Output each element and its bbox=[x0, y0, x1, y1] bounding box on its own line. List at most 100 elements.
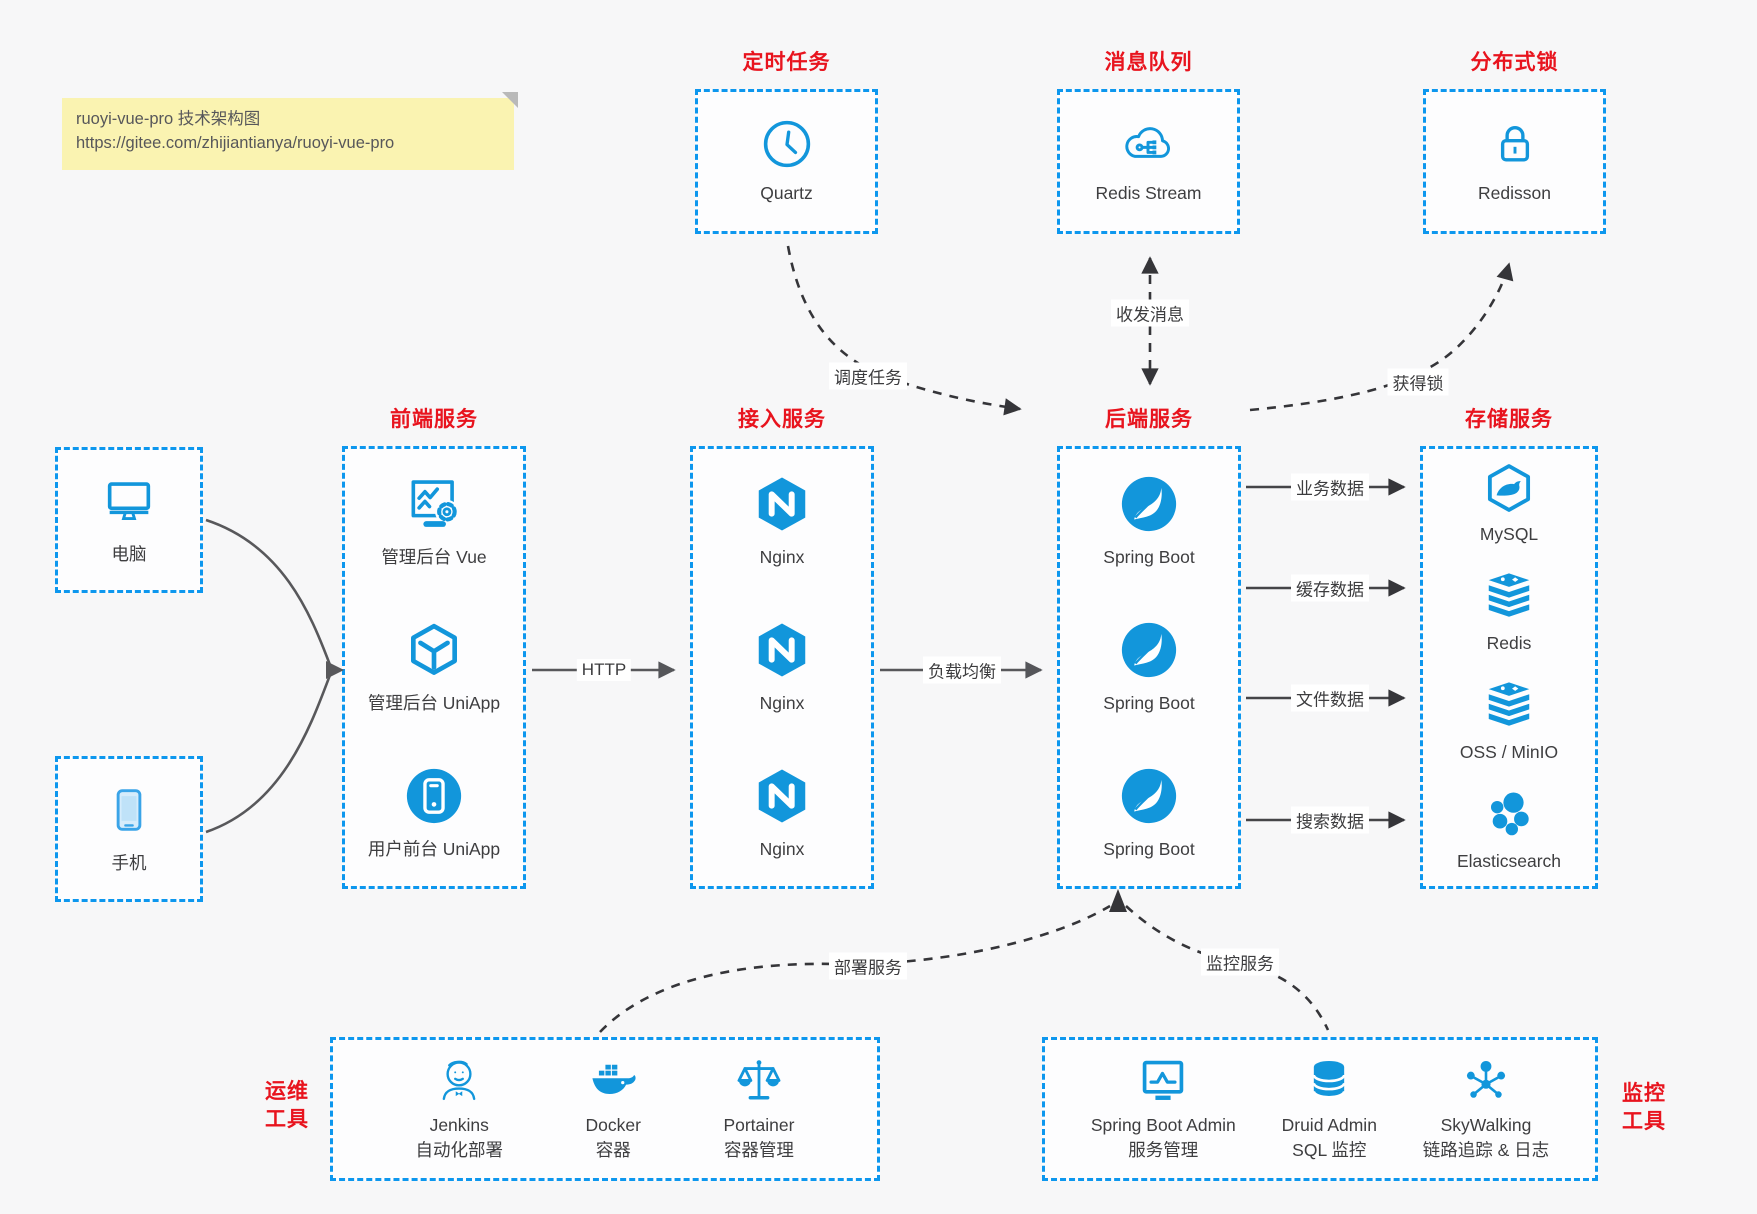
pc-label: 电脑 bbox=[111, 544, 147, 565]
business-data-arrow-label: 业务数据 bbox=[1291, 473, 1369, 501]
connector-clients-frontend bbox=[205, 518, 332, 834]
nginx-label: Nginx bbox=[759, 547, 805, 568]
admin-vue-label: 管理后台 Vue bbox=[381, 547, 487, 568]
mysql-item: MySQL bbox=[1480, 461, 1538, 547]
skywalking-name: SkyWalking bbox=[1440, 1115, 1532, 1136]
skywalking-item: SkyWalking 链路追踪 & 日志 bbox=[1423, 1055, 1549, 1163]
connector-data-arrows bbox=[1246, 478, 1406, 829]
connector-get-lock bbox=[1249, 262, 1514, 412]
lock-icon bbox=[1488, 117, 1542, 171]
backend-title: 后端服务 bbox=[1105, 408, 1193, 431]
search-data-arrow-label: 搜索数据 bbox=[1291, 806, 1369, 834]
admin-monitor-chart-icon bbox=[1137, 1055, 1189, 1107]
mq-title: 消息队列 bbox=[1104, 51, 1193, 74]
nginx-item: Nginx bbox=[751, 765, 813, 862]
network-nodes-icon bbox=[1460, 1055, 1512, 1107]
redis-label: Redis bbox=[1486, 632, 1532, 653]
cloud-network-icon bbox=[1121, 117, 1175, 171]
message-arrow-label: 收发消息 bbox=[1111, 299, 1189, 327]
mobile-client-box: 手机 bbox=[55, 756, 203, 902]
druid-desc: SQL 监控 bbox=[1292, 1139, 1367, 1160]
docker-whale-icon bbox=[587, 1055, 639, 1107]
oss-minio-label: OSS / MinIO bbox=[1459, 742, 1559, 762]
quartz-label: Quartz bbox=[760, 182, 813, 203]
spring-boot-item: Spring Boot bbox=[1103, 619, 1195, 716]
elasticsearch-label: Elasticsearch bbox=[1456, 851, 1562, 872]
frontend-group: 前端服务 管理后台 Vue bbox=[342, 403, 526, 889]
quartz-item: Quartz bbox=[760, 117, 814, 206]
ops-tools-label: 运维 工具 bbox=[265, 1080, 309, 1132]
nginx-item: Nginx bbox=[751, 619, 813, 716]
admin-uniapp-label: 管理后台 UniApp bbox=[367, 692, 501, 713]
scales-icon bbox=[733, 1055, 785, 1107]
lock-group: 分布式锁 Redisson bbox=[1423, 46, 1606, 234]
admin-vue-item: 管理后台 Vue bbox=[381, 473, 487, 570]
nginx-label: Nginx bbox=[759, 692, 805, 713]
skywalking-desc: 链路追踪 & 日志 bbox=[1422, 1139, 1550, 1160]
backend-group: 后端服务 Spring Boot Spring Boot Spring Boot bbox=[1057, 403, 1241, 889]
sba-desc: 服务管理 bbox=[1128, 1139, 1199, 1160]
monitor-icon bbox=[100, 472, 158, 530]
redis-item: Redis bbox=[1482, 570, 1536, 656]
redisson-label: Redisson bbox=[1478, 182, 1551, 203]
storage-group: 存储服务 MySQL bbox=[1420, 403, 1598, 889]
mysql-label: MySQL bbox=[1479, 523, 1539, 544]
spring-leaf-icon bbox=[1118, 473, 1180, 535]
cache-data-arrow-label: 缓存数据 bbox=[1291, 574, 1369, 602]
docker-item: Docker 容器 bbox=[586, 1055, 641, 1163]
druid-admin-item: Druid Admin SQL 监控 bbox=[1282, 1055, 1377, 1163]
admin-uniapp-item: 管理后台 UniApp bbox=[368, 619, 500, 716]
schedule-arrow-label: 调度任务 bbox=[829, 362, 907, 390]
nginx-label: Nginx bbox=[759, 838, 805, 859]
sticky-note: ruoyi-vue-pro 技术架构图 https://gitee.com/zh… bbox=[62, 92, 518, 170]
oss-minio-item: OSS / MinIO bbox=[1460, 679, 1558, 765]
clock-icon bbox=[760, 117, 814, 171]
druid-name: Druid Admin bbox=[1281, 1115, 1377, 1136]
mobile-label: 手机 bbox=[111, 853, 147, 874]
docker-name: Docker bbox=[585, 1115, 641, 1136]
redis-stream-item: Redis Stream bbox=[1095, 117, 1202, 206]
nginx-icon bbox=[751, 765, 813, 827]
gateway-group: 接入服务 Nginx Nginx Nginx bbox=[690, 403, 874, 889]
pc-client-box: 电脑 bbox=[55, 447, 203, 593]
jenkins-desc: 自动化部署 bbox=[415, 1139, 504, 1160]
sba-name: Spring Boot Admin bbox=[1090, 1115, 1236, 1136]
spring-boot-label: Spring Boot bbox=[1103, 547, 1195, 568]
monitoring-tools-label: 监控 工具 bbox=[1622, 1082, 1666, 1134]
portainer-desc: 容器管理 bbox=[723, 1139, 794, 1160]
portainer-name: Portainer bbox=[723, 1115, 795, 1136]
phone-icon bbox=[100, 781, 158, 839]
admin-screen-gear-icon bbox=[403, 473, 465, 535]
user-uniapp-item: 用户前台 UniApp bbox=[368, 765, 500, 862]
mq-group: 消息队列 Redis Stream bbox=[1057, 46, 1240, 234]
portainer-item: Portainer 容器管理 bbox=[723, 1055, 794, 1163]
nginx-icon bbox=[751, 619, 813, 681]
phone-circle-icon bbox=[403, 765, 465, 827]
spring-boot-label: Spring Boot bbox=[1103, 838, 1195, 859]
database-icon bbox=[1303, 1055, 1355, 1107]
jenkins-icon bbox=[433, 1055, 485, 1107]
storage-title: 存储服务 bbox=[1465, 408, 1553, 431]
get-lock-arrow-label: 获得锁 bbox=[1387, 368, 1449, 396]
scheduler-group: 定时任务 Quartz bbox=[695, 46, 878, 234]
jenkins-item: Jenkins 自动化部署 bbox=[415, 1055, 504, 1163]
user-uniapp-label: 用户前台 UniApp bbox=[367, 838, 501, 859]
scheduler-title: 定时任务 bbox=[742, 51, 831, 74]
monitor-arrow-label: 监控服务 bbox=[1201, 948, 1279, 976]
spring-leaf-icon bbox=[1118, 619, 1180, 681]
nginx-icon bbox=[751, 473, 813, 535]
deploy-arrow-label: 部署服务 bbox=[829, 952, 907, 980]
lock-title: 分布式锁 bbox=[1470, 51, 1559, 74]
jenkins-name: Jenkins bbox=[429, 1115, 489, 1136]
frontend-title: 前端服务 bbox=[390, 408, 478, 431]
elasticsearch-item: Elasticsearch bbox=[1457, 788, 1561, 874]
spring-boot-item: Spring Boot bbox=[1103, 473, 1195, 570]
spring-leaf-icon bbox=[1118, 765, 1180, 827]
docker-desc: 容器 bbox=[595, 1139, 631, 1160]
spring-boot-admin-item: Spring Boot Admin 服务管理 bbox=[1091, 1055, 1236, 1163]
file-data-arrow-label: 文件数据 bbox=[1291, 684, 1369, 712]
redis-stack-icon bbox=[1482, 570, 1536, 624]
redisson-item: Redisson bbox=[1478, 117, 1551, 206]
monitoring-tools-box: Spring Boot Admin 服务管理 Druid Admin SQL 监… bbox=[1042, 1037, 1598, 1181]
